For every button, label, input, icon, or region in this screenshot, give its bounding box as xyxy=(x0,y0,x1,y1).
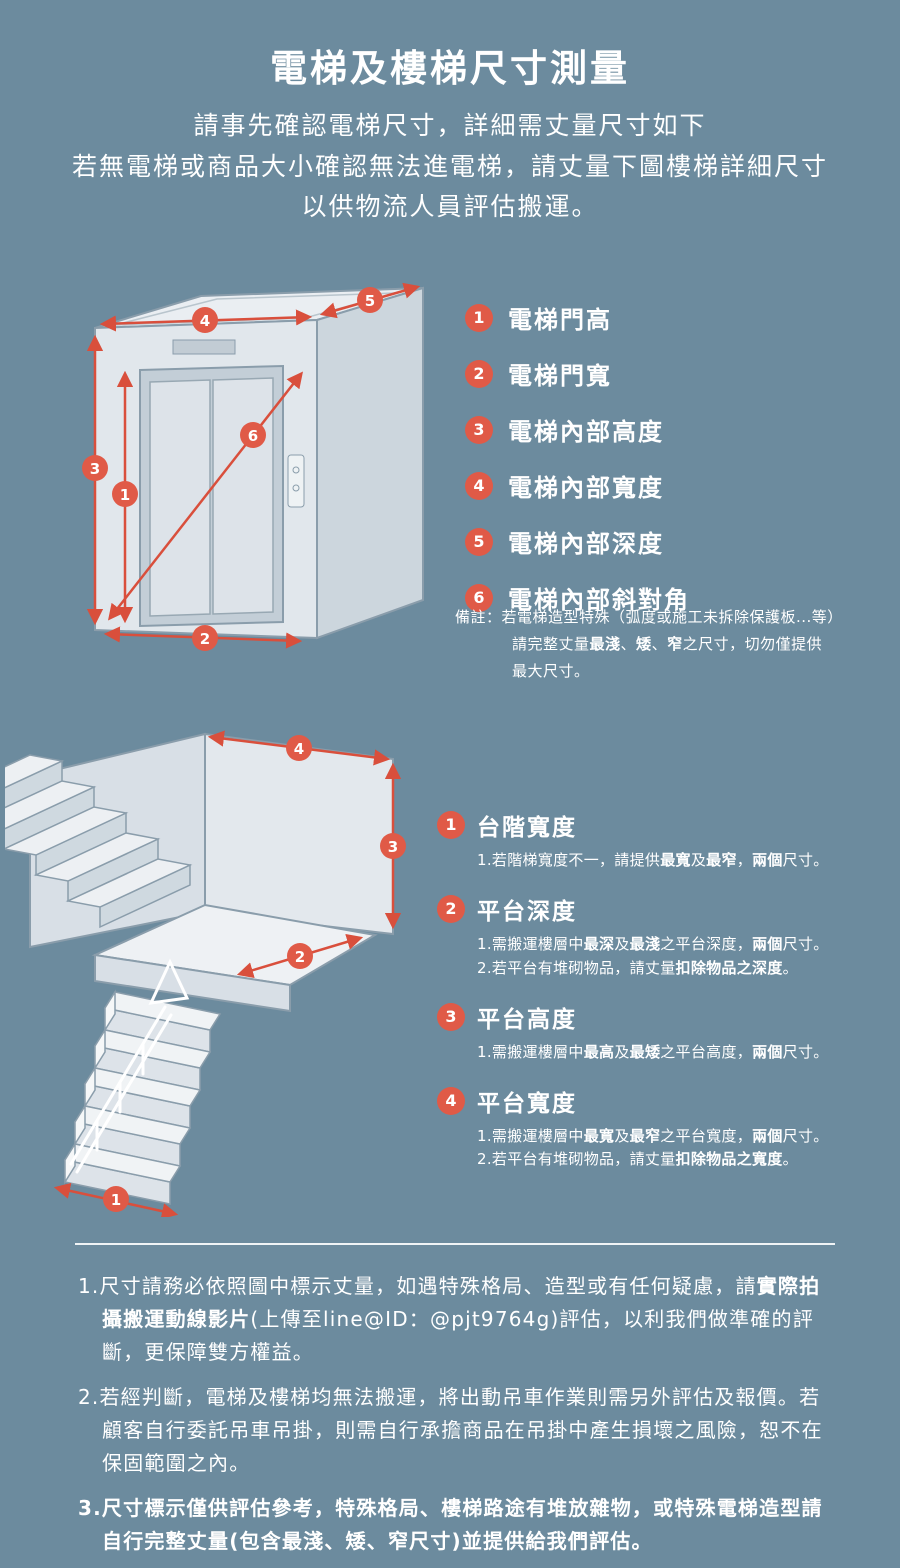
footer-note: 2.若經判斷，電梯及樓梯均無法搬運，將出動吊車作業則需另外評估及報價。若顧客自行… xyxy=(78,1385,823,1475)
stairs-legend-item: 3 平台高度 1.需搬運樓層中最高及最矮之平台高度，兩個尺寸。 xyxy=(437,1000,889,1064)
item-number-badge: 2 xyxy=(437,895,465,924)
elevator-note-line: 最大尺寸。 xyxy=(512,662,590,680)
item-number-badge: 3 xyxy=(465,415,493,444)
elevator-item-label: 電梯內部斜對角 xyxy=(508,586,690,614)
stairs-item-note: 2.若平台有堆砌物品，請丈量扣除物品之寬度。 xyxy=(477,1150,798,1169)
elevator-control-panel xyxy=(287,454,305,508)
elevator-legend-item: 4 電梯內部寬度 xyxy=(465,468,690,503)
item-number-badge: 4 xyxy=(437,1087,465,1115)
elevator-item-label: 電梯內部高度 xyxy=(508,418,664,446)
elevator-door-right-panel xyxy=(212,377,274,615)
elevator-measure-badges: 1 2 3 4 5 xyxy=(82,287,383,651)
svg-text:6: 6 xyxy=(248,427,258,445)
stairs-item-note: 2.若平台有堆砌物品，請丈量扣除物品之深度。 xyxy=(477,958,798,977)
elevator-body xyxy=(94,286,424,640)
stairs-legend-item: 2 平台深度 1.需搬運樓層中最深及最淺之平台深度，兩個尺寸。 2.若平台有堆砌… xyxy=(437,892,889,980)
measure-badge-6: 6 xyxy=(240,422,266,448)
stairs-item-label: 平台高度 xyxy=(477,1006,577,1033)
svg-text:4: 4 xyxy=(294,740,304,758)
item-number-badge: 3 xyxy=(437,1002,465,1031)
elevator-legend-item: 1 電梯門高 xyxy=(465,300,690,335)
svg-text:1: 1 xyxy=(120,486,130,504)
stairs-legend: 1 台階寬度 1.若階梯寬度不一，請提供最寬及最窄，兩個尺寸。 2 平台深度 1… xyxy=(437,808,889,1192)
upper-stair-flight xyxy=(0,754,193,929)
svg-text:2: 2 xyxy=(295,948,305,966)
measure-badge-platform-width: 4 xyxy=(286,735,312,761)
measure-badge-1: 1 xyxy=(112,481,138,507)
item-number-badge: 1 xyxy=(437,811,465,839)
elevator-legend-item: 6 電梯內部斜對角 xyxy=(465,580,690,615)
measure-badge-5: 5 xyxy=(357,287,383,313)
stairs-item-label: 台階寬度 xyxy=(477,815,577,841)
svg-text:3: 3 xyxy=(90,460,100,478)
svg-text:5: 5 xyxy=(365,292,375,310)
stairs-item-label: 平台寬度 xyxy=(477,1091,577,1117)
elevator-item-label: 電梯內部深度 xyxy=(508,530,664,558)
stairs-legend-item: 4 平台寬度 1.需搬運樓層中最寬及最窄之平台寬度，兩個尺寸。 2.若平台有堆砌… xyxy=(437,1084,889,1172)
elevator-item-label: 電梯門寬 xyxy=(508,362,612,390)
measure-badge-4: 4 xyxy=(192,307,218,333)
intro-line: 請事先確認電梯尺寸，詳細需丈量尺寸如下 xyxy=(193,111,707,140)
measure-badge-platform-depth: 2 xyxy=(287,943,313,969)
measure-badge-step-width: 1 xyxy=(103,1186,129,1212)
intro-text: 請事先確認電梯尺寸，詳細需丈量尺寸如下 若無電梯或商品大小確認無法進電梯，請丈量… xyxy=(0,106,900,228)
stairs-item-label: 平台深度 xyxy=(477,899,577,926)
measure-line-diagonal xyxy=(107,371,304,621)
stair-railing xyxy=(69,958,190,1174)
svg-text:4: 4 xyxy=(200,312,210,330)
svg-text:2: 2 xyxy=(200,630,210,648)
svg-text:1: 1 xyxy=(111,1191,121,1209)
elevator-legend-item: 3 電梯內部高度 xyxy=(465,412,690,447)
elevator-legend-item: 2 電梯門寬 xyxy=(465,356,690,391)
elevator-door-left-panel xyxy=(149,379,211,617)
page-title: 電梯及樓梯尺寸測量 xyxy=(270,47,630,90)
measure-badge-3: 3 xyxy=(82,455,108,481)
stairs-legend-item: 1 台階寬度 1.若階梯寬度不一，請提供最寬及最窄，兩個尺寸。 xyxy=(437,808,889,872)
stairs-measure-badges: 1 2 3 4 xyxy=(103,735,406,1212)
elevator-item-label: 電梯內部寬度 xyxy=(508,474,664,502)
footer-notes: 1.尺寸請務必依照圖中標示丈量，如遇特殊格局、造型或有任何疑慮，請實際拍攝搬運動… xyxy=(78,1270,836,1568)
elevator-legend: 1 電梯門高 2 電梯門寬 3 電梯內部高度 4 電梯內部寬度 5 電梯內部深度… xyxy=(465,300,690,636)
intro-line: 以供物流人員評估搬運。 xyxy=(301,192,599,221)
stairs-item-note: 1.需搬運樓層中最深及最淺之平台深度，兩個尺寸。 xyxy=(477,935,829,954)
item-number-badge: 1 xyxy=(465,303,493,332)
measure-badge-2: 2 xyxy=(192,625,218,651)
item-number-badge: 5 xyxy=(465,527,493,556)
elevator-illustration: 1 2 3 4 5 xyxy=(82,282,424,651)
measure-badge-platform-height: 3 xyxy=(380,833,406,859)
footer-note: 3.尺寸標示僅供評估參考，特殊格局、樓梯路途有堆放雜物，或特殊電梯造型請自行完整… xyxy=(78,1496,823,1553)
svg-text:3: 3 xyxy=(388,838,398,856)
elevator-note: 備註：若電梯造型特殊（弧度或施工未拆除保護板...等） 請完整丈量最淺、矮、窄之… xyxy=(455,604,880,685)
lower-stair-flight xyxy=(63,989,222,1205)
stairs-item-note: 1.需搬運樓層中最高及最矮之平台高度，兩個尺寸。 xyxy=(477,1042,829,1061)
elevator-diagram: 1 2 3 4 5 xyxy=(55,270,455,670)
stairs-item-note: 1.若階梯寬度不一，請提供最寬及最窄，兩個尺寸。 xyxy=(477,851,829,869)
intro-line: 若無電梯或商品大小確認無法進電梯，請丈量下圖樓梯詳細尺寸 xyxy=(71,151,828,181)
floor-indicator xyxy=(172,339,236,355)
divider xyxy=(75,1243,835,1245)
item-number-badge: 6 xyxy=(465,583,493,612)
elevator-note-line: 備註：若電梯造型特殊（弧度或施工未拆除保護板...等） xyxy=(455,608,843,626)
elevator-note-line: 請完整丈量最淺、矮、窄之尺寸，切勿僅提供 xyxy=(512,635,823,653)
staircase-illustration: 1 2 3 4 xyxy=(0,730,406,1220)
elevator-legend-item: 5 電梯內部深度 xyxy=(465,524,690,559)
footer-note: 1.尺寸請務必依照圖中標示丈量，如遇特殊格局、造型或有任何疑慮，請實際拍攝搬運動… xyxy=(78,1274,821,1364)
item-number-badge: 2 xyxy=(465,359,493,388)
stairs-item-note: 1.需搬運樓層中最寬及最窄之平台寬度，兩個尺寸。 xyxy=(477,1127,829,1145)
elevator-item-label: 電梯門高 xyxy=(508,306,612,334)
staircase-diagram: 1 2 3 4 xyxy=(0,712,435,1220)
item-number-badge: 4 xyxy=(465,471,493,500)
